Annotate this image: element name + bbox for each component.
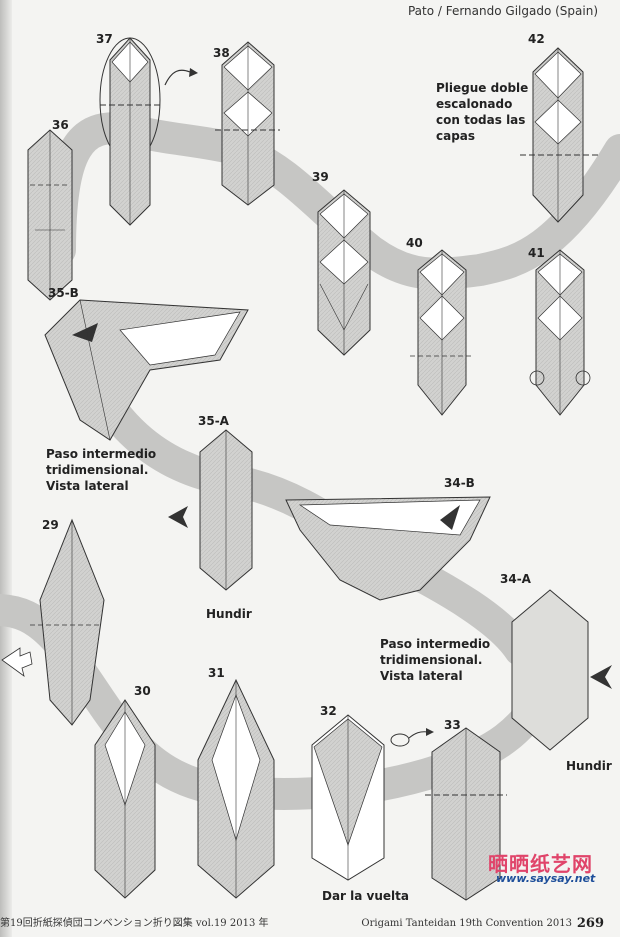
step-29-figure [1,518,105,726]
step-flow-path [44,112,620,290]
pliegue-line: capas [436,129,476,143]
step-number-38: 38 [213,46,230,60]
pliegue-line: escalonado [436,97,513,111]
hundir-35a-label: Hundir [206,607,252,621]
step-42-figure [520,47,600,223]
paso-35b-line: tridimensional. [46,463,149,477]
step-number-40: 40 [406,236,423,250]
step-number-35a: 35-A [198,414,229,428]
paso-35b-line: Paso intermedio [46,447,157,461]
step-30-figure [94,699,156,899]
step-40-figure [410,249,474,416]
footer-left-text: 第19回折紙探偵団コンベンション折り図集 vol.19 2013 年 [0,918,269,929]
footer-right-text: Origami Tanteidan 19th Convention 2013 [361,918,572,929]
step-number-41: 41 [528,246,545,260]
hundir-34a-label: Hundir [566,759,612,773]
step-31-figure [197,678,275,899]
step-33-figure [425,727,507,901]
step-39-figure [317,189,371,356]
step-32-figure [311,714,434,881]
watermark-logo-text: 晒晒纸艺网 [488,852,593,876]
step-number-34b: 34-B [444,476,475,490]
paso-35b-line: Vista lateral [46,479,129,493]
dar-la-vuelta-label: Dar la vuelta [322,889,409,903]
step-number-35b: 35-B [48,286,79,300]
step-37-figure [99,37,198,226]
step-35b-figure [44,299,249,441]
page-gutter-shadow [0,0,12,937]
step-number-30: 30 [134,684,151,698]
paso-35b-label: Paso intermedio tridimensional. Vista la… [46,446,156,494]
step-34b-figure [285,496,491,601]
step-number-29: 29 [42,518,59,532]
step-number-42: 42 [528,32,545,46]
paso-34b-line: tridimensional. [380,653,483,667]
step-36-figure [27,129,73,301]
paso-34b-line: Paso intermedio [380,637,491,651]
step-number-37: 37 [96,32,113,46]
step-38-figure [215,41,280,206]
step-number-34a: 34-A [500,572,531,586]
step-number-31: 31 [208,666,225,680]
page-number: 269 [576,916,604,931]
step-number-39: 39 [312,170,329,184]
pliegue-label: Pliegue doble escalonado con todas las c… [436,80,528,144]
step-number-33: 33 [444,718,461,732]
pliegue-line: con todas las [436,113,526,127]
pliegue-line: Pliegue doble [436,81,529,95]
step-number-32: 32 [320,704,337,718]
watermark-url: www.saysay.net [496,872,596,885]
step-41-figure [529,249,591,416]
step-number-36: 36 [52,118,69,132]
step-35a-figure [168,429,253,591]
step-34a-figure [511,589,612,751]
page-header-title: Pato / Fernando Gilgado (Spain) [407,4,598,18]
paso-34b-label: Paso intermedio tridimensional. Vista la… [380,636,490,684]
paso-34b-line: Vista lateral [380,669,463,683]
